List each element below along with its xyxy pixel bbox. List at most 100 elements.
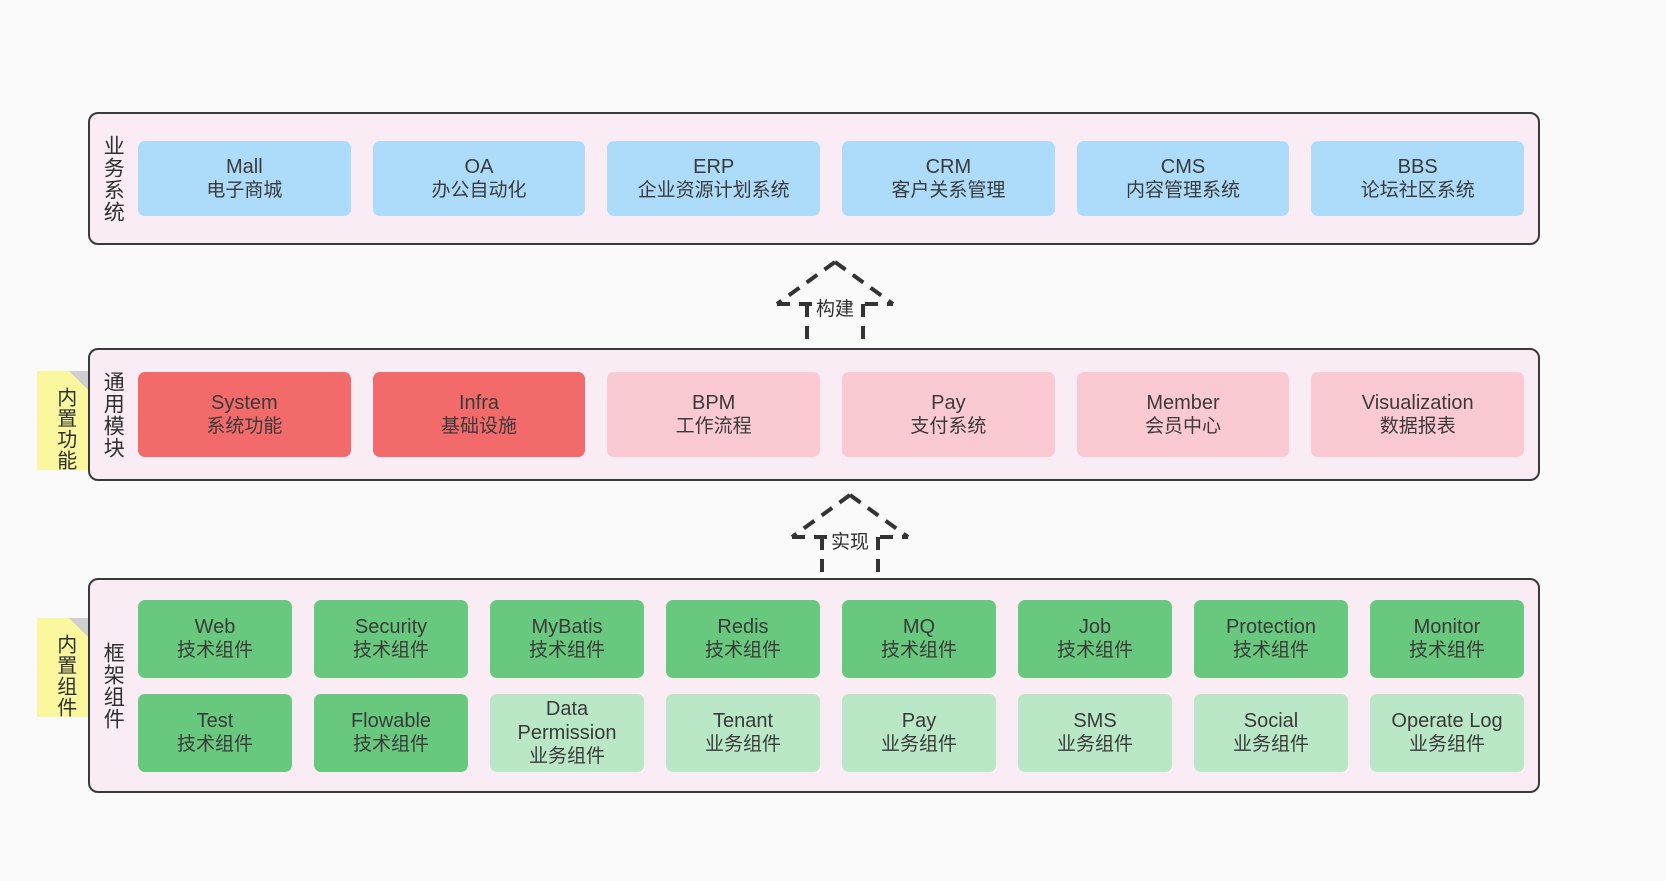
- card-subtitle: 支付系统: [910, 416, 987, 438]
- layer-title-framework-components: 框架组件: [101, 641, 125, 730]
- card-monitor[interactable]: Monitor 技术组件: [1370, 599, 1524, 678]
- card-operate-log[interactable]: Operate Log 业务组件: [1370, 693, 1524, 772]
- card-pay-component[interactable]: Pay 业务组件: [842, 693, 996, 772]
- card-protection[interactable]: Protection 技术组件: [1194, 599, 1348, 678]
- card-subtitle: 基础设施: [441, 416, 518, 438]
- card-oa[interactable]: OA 办公自动化: [372, 141, 586, 216]
- card-title: MyBatis: [531, 615, 603, 638]
- card-title: Pay: [931, 391, 966, 414]
- layer-body-business-systems: Mall 电子商城 OA 办公自动化 ERP 企业资源计划系统 CRM 客户关系…: [134, 114, 1538, 243]
- card-test[interactable]: Test 技术组件: [138, 693, 292, 772]
- card-subtitle: 业务组件: [1232, 734, 1309, 756]
- card-cms[interactable]: CMS 内容管理系统: [1076, 141, 1290, 216]
- card-subtitle: 企业资源计划系统: [637, 180, 790, 202]
- card-title: OA: [464, 155, 494, 178]
- card-visualization[interactable]: Visualization 数据报表: [1311, 372, 1525, 457]
- note-builtin-components: 内置组件: [37, 618, 91, 718]
- card-member[interactable]: Member 会员中心: [1076, 372, 1290, 457]
- card-subtitle: 技术组件: [1232, 640, 1309, 662]
- card-data-permission[interactable]: Data Permission 业务组件: [490, 693, 644, 772]
- card-subtitle: 技术组件: [528, 640, 605, 662]
- card-title: Operate Log: [1391, 709, 1503, 732]
- card-title: Visualization: [1361, 391, 1474, 414]
- card-system[interactable]: System 系统功能: [138, 372, 351, 457]
- card-title: Web: [194, 615, 236, 638]
- generalization-triangle-icon: [775, 260, 895, 306]
- card-redis[interactable]: Redis 技术组件: [666, 599, 820, 678]
- note-label: 内置功能: [53, 386, 76, 471]
- card-title: Test: [196, 709, 234, 732]
- connector-label-build: 构建: [813, 294, 857, 321]
- card-social[interactable]: Social 业务组件: [1194, 693, 1348, 772]
- generalization-triangle-icon: [790, 493, 910, 539]
- card-title: Infra: [458, 391, 500, 414]
- card-title: Member: [1146, 391, 1220, 414]
- card-subtitle: 业务组件: [880, 734, 957, 756]
- card-title: CRM: [925, 155, 972, 178]
- card-subtitle: 业务组件: [1408, 734, 1485, 756]
- card-pay-module[interactable]: Pay 支付系统: [842, 372, 1055, 457]
- layer-framework-components: 框架组件 Web 技术组件 Security 技术组件 MyBatis 技术组件…: [88, 578, 1540, 793]
- card-title: Pay: [901, 709, 937, 732]
- card-sms[interactable]: SMS 业务组件: [1018, 693, 1172, 772]
- layer-common-modules: 通用模块 System 系统功能 Infra 基础设施 BPM 工作流程 Pay…: [88, 348, 1540, 481]
- connector-build: 构建: [745, 256, 925, 356]
- card-tenant[interactable]: Tenant 业务组件: [666, 693, 820, 772]
- card-mq[interactable]: MQ 技术组件: [842, 599, 996, 678]
- card-title: Monitor: [1413, 615, 1481, 638]
- layer-title-business-systems: 业务系统: [101, 134, 125, 223]
- card-subtitle: 技术组件: [352, 734, 429, 756]
- card-subtitle: 技术组件: [1408, 640, 1485, 662]
- card-mybatis[interactable]: MyBatis 技术组件: [490, 599, 644, 678]
- card-erp[interactable]: ERP 企业资源计划系统: [607, 141, 821, 216]
- card-subtitle: 业务组件: [528, 746, 605, 768]
- card-subtitle: 电子商城: [206, 180, 283, 202]
- card-web[interactable]: Web 技术组件: [138, 599, 292, 678]
- card-subtitle: 客户关系管理: [891, 180, 1006, 202]
- layer-business-systems: 业务系统 Mall 电子商城 OA 办公自动化 ERP 企业资源计划系统 CRM…: [88, 112, 1540, 245]
- card-title: Protection: [1225, 615, 1317, 638]
- card-title: Social: [1243, 709, 1299, 732]
- card-subtitle: 工作流程: [675, 416, 752, 438]
- card-job[interactable]: Job 技术组件: [1018, 599, 1172, 678]
- card-title: BPM: [692, 391, 736, 414]
- card-subtitle: 技术组件: [176, 640, 253, 662]
- card-title: ERP: [693, 155, 735, 178]
- card-flowable[interactable]: Flowable 技术组件: [314, 693, 468, 772]
- card-subtitle: 内容管理系统: [1126, 180, 1241, 202]
- card-title: SMS: [1073, 709, 1117, 732]
- card-security[interactable]: Security 技术组件: [314, 599, 468, 678]
- card-infra[interactable]: Infra 基础设施: [372, 372, 586, 457]
- layer-body-framework-components: Web 技术组件 Security 技术组件 MyBatis 技术组件 Redi…: [134, 580, 1538, 791]
- card-title: BBS: [1397, 155, 1438, 178]
- card-crm[interactable]: CRM 客户关系管理: [842, 141, 1055, 216]
- connector-label-implement: 实现: [828, 527, 872, 554]
- card-bpm[interactable]: BPM 工作流程: [607, 372, 821, 457]
- card-subtitle: 系统功能: [206, 416, 283, 438]
- card-mall[interactable]: Mall 电子商城: [138, 141, 351, 216]
- card-subtitle: 技术组件: [880, 640, 957, 662]
- card-subtitle: 业务组件: [704, 734, 781, 756]
- card-title: Mall: [226, 155, 263, 178]
- card-bbs[interactable]: BBS 论坛社区系统: [1311, 141, 1525, 216]
- card-title: MQ: [902, 615, 936, 638]
- note-fold-corner-icon: [69, 618, 91, 640]
- card-subtitle: 技术组件: [1056, 640, 1133, 662]
- card-subtitle: 技术组件: [352, 640, 429, 662]
- card-subtitle: 业务组件: [1056, 734, 1133, 756]
- card-title: Redis: [717, 615, 769, 638]
- note-fold-corner-icon: [69, 371, 91, 393]
- card-subtitle: 论坛社区系统: [1360, 180, 1475, 202]
- layer-body-common-modules: System 系统功能 Infra 基础设施 BPM 工作流程 Pay 支付系统…: [134, 350, 1538, 479]
- connector-implement: 实现: [760, 489, 940, 589]
- card-subtitle: 办公自动化: [431, 180, 527, 202]
- card-title: System: [210, 391, 278, 414]
- card-title: Tenant: [712, 709, 774, 732]
- note-label: 内置组件: [53, 633, 76, 718]
- card-subtitle: 数据报表: [1379, 416, 1456, 438]
- card-subtitle: 会员中心: [1145, 416, 1222, 438]
- card-row: Mall 电子商城 OA 办公自动化 ERP 企业资源计划系统 CRM 客户关系…: [138, 141, 1525, 216]
- card-title: Flowable: [350, 709, 432, 732]
- layer-title-common-modules: 通用模块: [101, 370, 125, 459]
